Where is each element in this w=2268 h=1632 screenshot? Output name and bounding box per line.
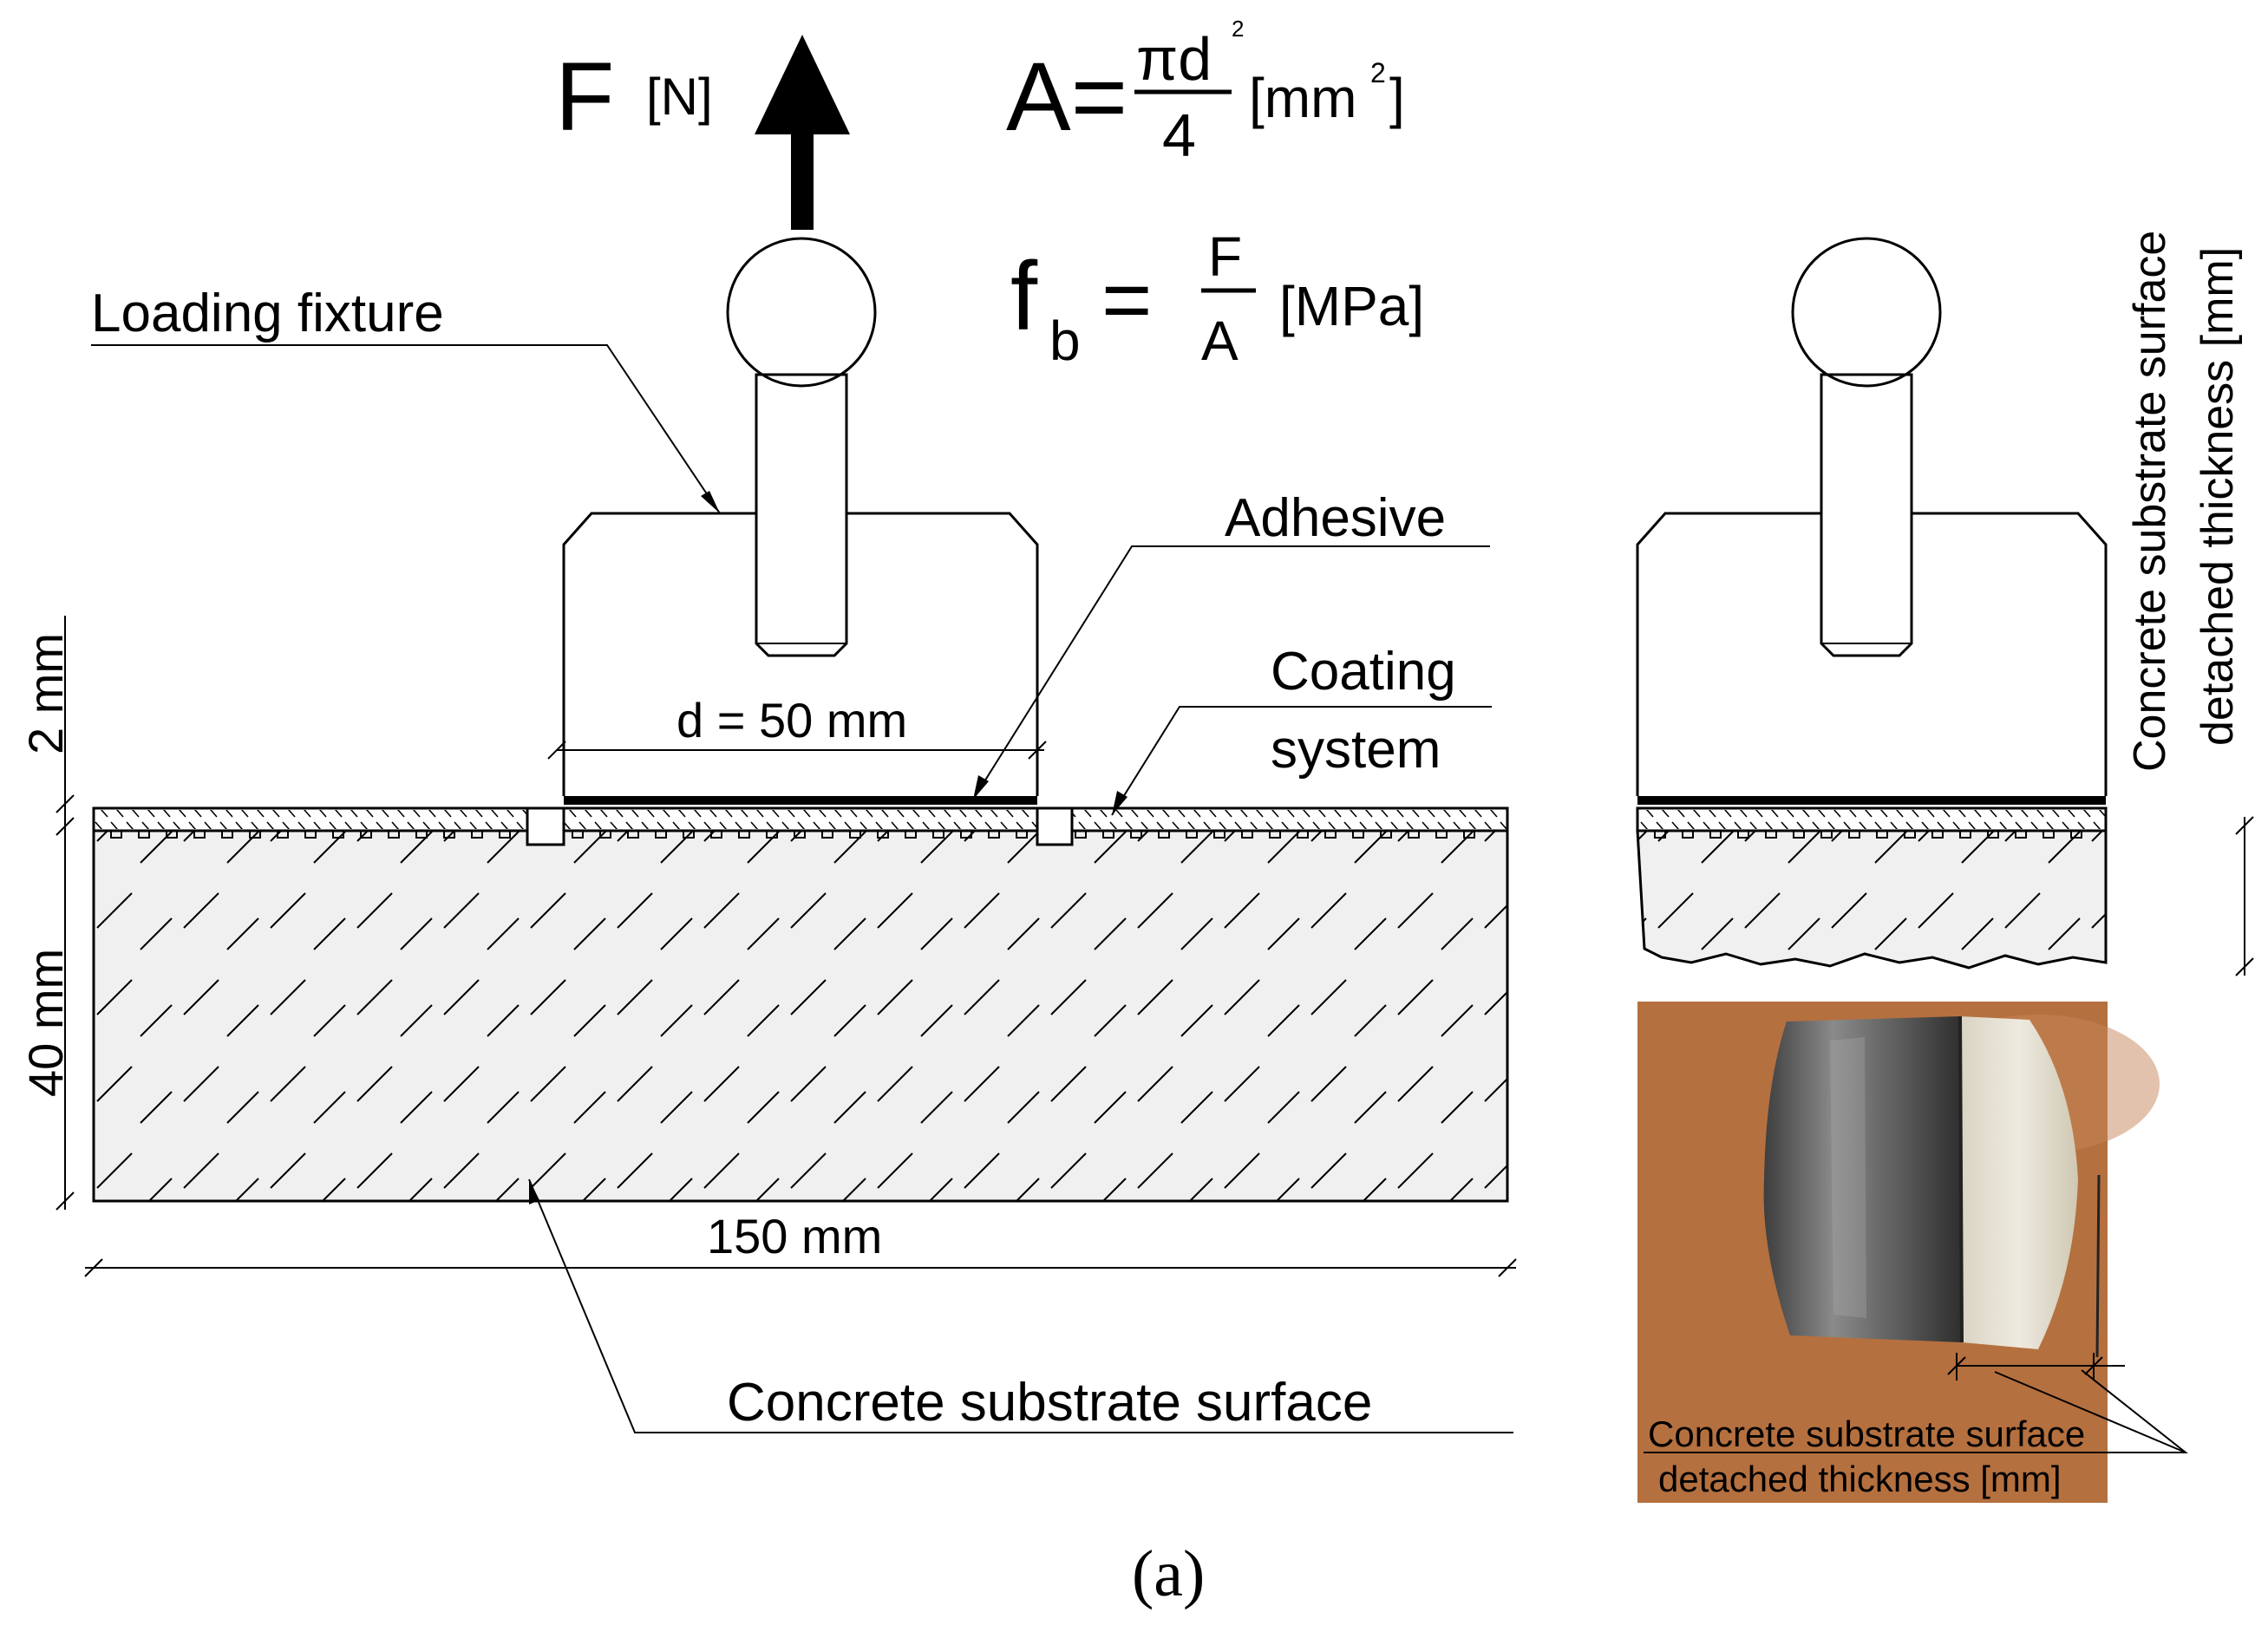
coating-label-line1: Coating xyxy=(1271,642,1456,702)
force-arrow-shaft xyxy=(791,134,814,230)
drill-groove-right xyxy=(1036,806,1074,846)
area-denominator: 4 xyxy=(1162,101,1196,169)
callout-loading-fixture: Loading fixture xyxy=(91,284,721,514)
force-arrow-head-icon xyxy=(755,35,850,134)
strength-subscript: b xyxy=(1049,310,1081,372)
photo-concrete-core xyxy=(1960,1016,2078,1349)
diameter-label: d = 50 mm xyxy=(676,693,907,747)
callout-coating-system: Coating system xyxy=(1111,642,1492,816)
force-symbol: F xyxy=(555,42,614,151)
figure-label: (a) xyxy=(1132,1537,1205,1610)
adhesive-label: Adhesive xyxy=(1225,488,1446,548)
force-unit: [N] xyxy=(646,68,713,126)
area-unit-open: [mm xyxy=(1249,67,1356,129)
coating-thickness-label: 2 mm xyxy=(18,633,73,754)
detached-serrated-interface xyxy=(1637,830,2106,839)
photo-caption-line2: detached thickness [mm] xyxy=(1658,1459,2062,1499)
specimen-detached xyxy=(1636,237,2108,969)
area-numerator: πd xyxy=(1136,25,1212,93)
arrow-icon xyxy=(529,1179,539,1204)
coating-hatching xyxy=(94,810,1507,829)
area-exponent: 2 xyxy=(1232,16,1244,42)
detached-label-line1: Concrete substrate surface xyxy=(2125,231,2175,772)
photo-metal-dolly xyxy=(1763,1016,1962,1342)
photo-caption-line1: Concrete substrate surface xyxy=(1648,1413,2085,1454)
photo-interface-line xyxy=(1958,1015,1964,1343)
arrow-icon xyxy=(701,491,720,513)
formula-bond-strength: f b = F A [MPa] xyxy=(1010,225,1424,372)
loading-fixture-ball xyxy=(726,237,877,388)
strength-unit: [MPa] xyxy=(1279,275,1424,337)
adhesive-layer xyxy=(564,796,1037,805)
width-label: 150 mm xyxy=(707,1209,882,1263)
dimension-detached-thickness: Concrete substrate surface detached thic… xyxy=(2125,231,2254,976)
concrete-surface-label: Concrete substrate surface xyxy=(727,1373,1372,1433)
strength-numerator: F xyxy=(1208,225,1242,288)
detached-coating-hatching xyxy=(1637,810,2106,829)
photo-metal-highlight xyxy=(1830,1037,1866,1318)
callout-adhesive: Adhesive xyxy=(972,488,1490,800)
specimen-main xyxy=(92,237,1509,1203)
loading-fixture-bolt xyxy=(755,373,848,657)
detached-bolt xyxy=(1820,373,1913,657)
area-unit-exponent: 2 xyxy=(1370,57,1386,88)
area-lhs: A= xyxy=(1006,42,1127,151)
callout-concrete-surface: Concrete substrate surface xyxy=(528,1178,1513,1433)
dimension-diameter: d = 50 mm xyxy=(547,693,1047,760)
detached-ball xyxy=(1791,237,1942,388)
arrow-icon xyxy=(973,775,989,800)
concrete-hatching xyxy=(94,831,1507,1201)
arrow-icon xyxy=(1112,791,1127,815)
photo-edge-line xyxy=(2095,1174,2101,1358)
formula-force: F [N] xyxy=(555,35,850,230)
strength-equals: = xyxy=(1101,251,1152,349)
strength-symbol: f xyxy=(1010,242,1038,350)
coating-label-line2: system xyxy=(1271,720,1441,780)
strength-denominator: A xyxy=(1201,310,1239,372)
area-unit-close: ] xyxy=(1389,67,1405,129)
concrete-thickness-label: 40 mm xyxy=(18,949,73,1097)
detached-adhesive xyxy=(1637,796,2106,805)
dimension-width: 150 mm xyxy=(84,1209,1517,1277)
detached-label-line2: detached thickness [mm] xyxy=(2193,247,2243,746)
detached-concrete-hatching xyxy=(1637,831,2106,968)
dimension-thickness: 2 mm 40 mm xyxy=(18,616,75,1211)
specimen-photo: Concrete substrate surface detached thic… xyxy=(1637,1002,2188,1503)
formula-area: A= πd 2 4 [mm 2 ] xyxy=(1006,16,1405,169)
drill-groove-left xyxy=(526,806,565,846)
coating-serrated-interface xyxy=(94,830,1507,839)
loading-fixture-label: Loading fixture xyxy=(91,284,444,343)
